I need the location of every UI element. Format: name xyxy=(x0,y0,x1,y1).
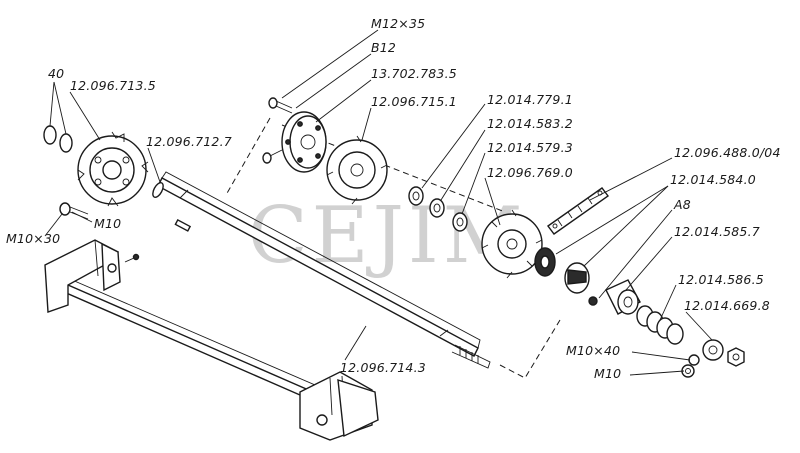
label-m10-right: M10 xyxy=(594,366,621,381)
axis-line-lower xyxy=(499,319,561,379)
label-12-014-585-7: 12.014.585.7 xyxy=(674,224,760,239)
assembly-axis-lines xyxy=(225,117,561,379)
label-a8: A8 xyxy=(673,197,691,212)
coupling-star xyxy=(534,247,556,277)
label-12-014-779-1: 12.014.779.1 xyxy=(487,92,573,107)
axis-line-left xyxy=(225,117,271,196)
sprocket-large xyxy=(481,209,543,279)
key-a8 xyxy=(588,296,598,306)
label-12-096-715-1: 12.096.715.1 xyxy=(371,94,457,109)
roller-chain xyxy=(547,187,609,235)
leader-lines xyxy=(44,29,713,376)
label-12-014-586-5: 12.014.586.5 xyxy=(678,272,764,287)
label-12-096-769-0: 12.096.769.0 xyxy=(487,165,573,180)
label-m12x35: M12×35 xyxy=(371,16,425,31)
main-shaft xyxy=(152,171,491,369)
label-12-096-712-7: 12.096.712.7 xyxy=(146,134,232,149)
bolt-m12x35 xyxy=(268,97,293,114)
part-labels: M12×35 B12 13.702.783.5 12.096.715.1 12.… xyxy=(6,16,781,381)
label-m10-left: M10 xyxy=(94,216,121,231)
label-12-096-714-3: 12.096.714.3 xyxy=(340,360,426,375)
label-12-096-488-0-04: 12.096.488.0/04 xyxy=(674,145,781,160)
frame-assembly xyxy=(44,239,379,441)
label-12-096-713-5: 12.096.713.5 xyxy=(70,78,156,93)
label-40: 40 xyxy=(48,66,64,81)
coupling-claw xyxy=(564,262,590,294)
sprocket-middle xyxy=(326,135,388,205)
bearing-set xyxy=(408,186,468,232)
sprocket-left xyxy=(77,131,149,207)
clutch-half xyxy=(605,279,641,315)
label-12-014-583-2: 12.014.583.2 xyxy=(487,116,573,131)
label-13-702-783-5: 13.702.783.5 xyxy=(371,66,457,81)
bolt-m10x30 xyxy=(59,202,89,220)
washer-pair-40 xyxy=(43,125,73,153)
label-12-014-669-8: 12.014.669.8 xyxy=(684,298,770,313)
label-b12: B12 xyxy=(371,40,396,55)
spring xyxy=(636,305,684,345)
label-12-014-579-3: 12.014.579.3 xyxy=(487,140,573,155)
hub-flange xyxy=(281,111,327,173)
label-12-014-584-0: 12.014.584.0 xyxy=(670,172,756,187)
label-m10x30: M10×30 xyxy=(6,231,60,246)
bolt-m10x40 xyxy=(688,354,700,366)
adjusting-nut xyxy=(702,339,724,361)
bolt-lower-flange xyxy=(262,149,283,164)
label-m10x40: M10×40 xyxy=(566,343,620,358)
watermark: CEJIM xyxy=(248,191,527,281)
hex-nut xyxy=(727,347,745,367)
